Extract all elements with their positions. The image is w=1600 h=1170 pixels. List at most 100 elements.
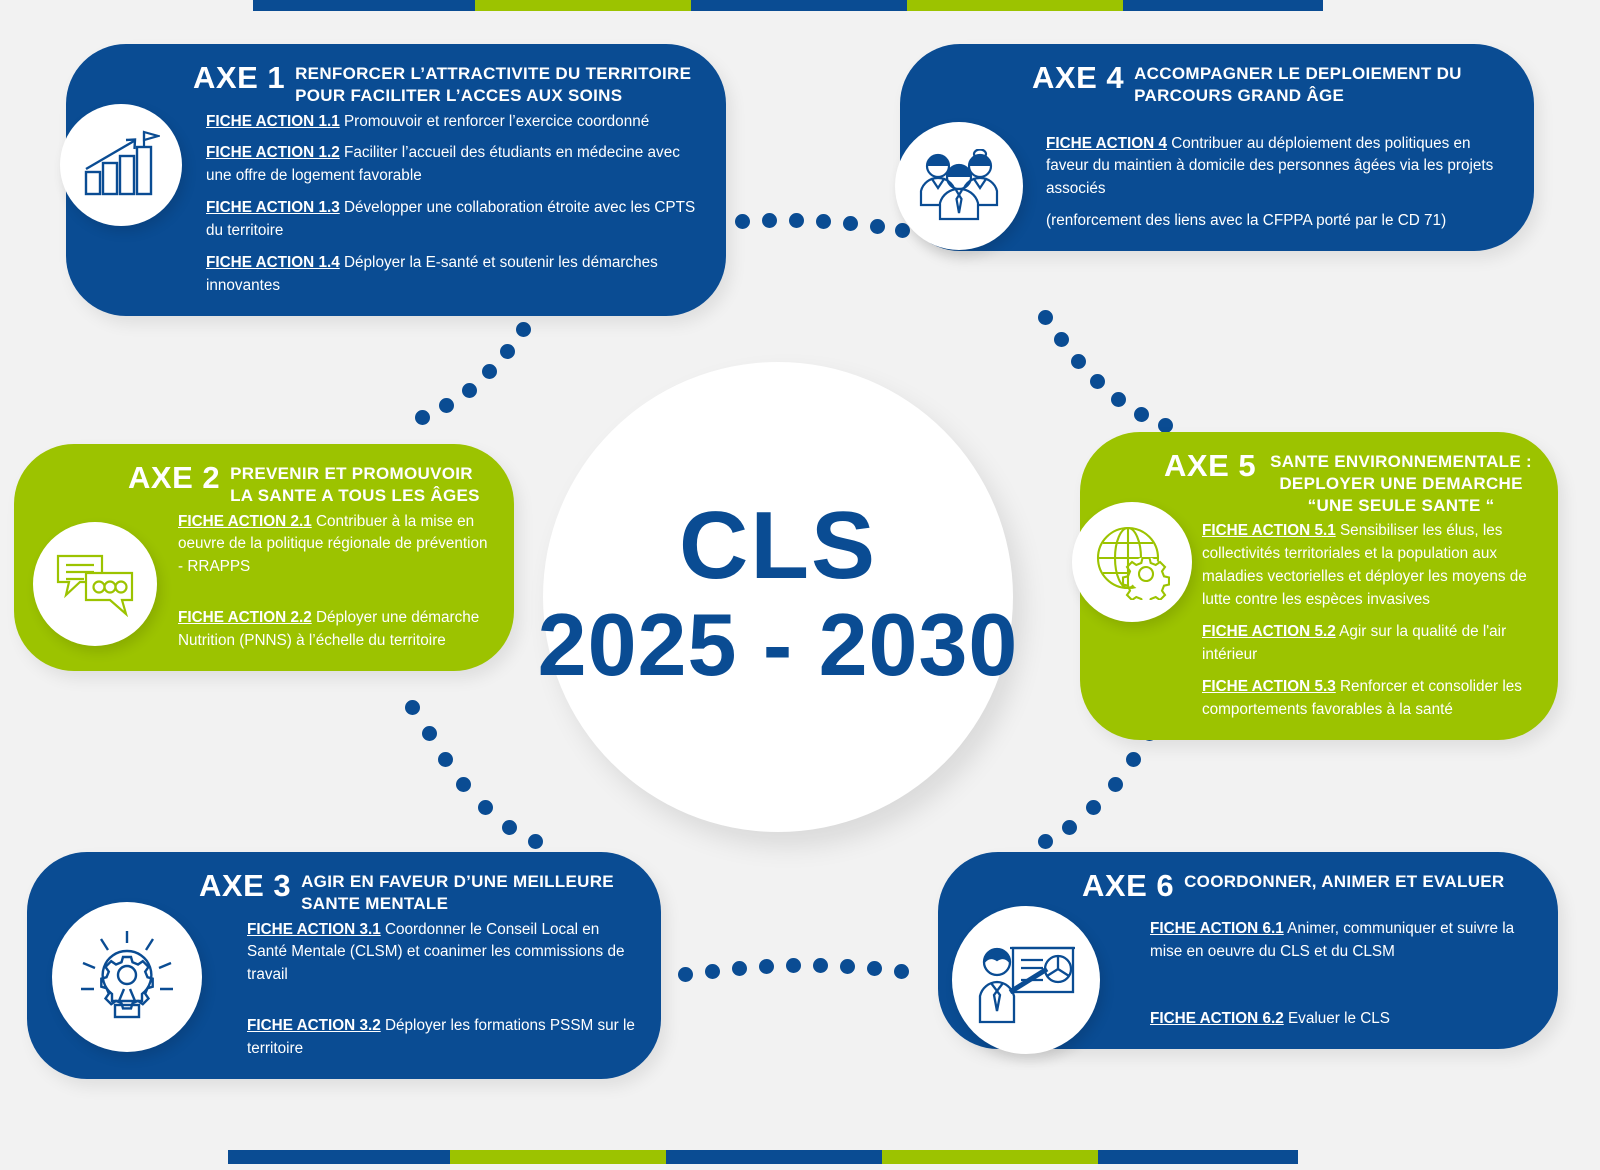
action-text: Faciliter l’accueil des étudiants en méd… — [206, 144, 680, 185]
connector-dots-axe3-axe6 — [678, 955, 918, 982]
axe-header-1: AXE 1 RENFORCER L’ATTRACTIVITE DU TERRIT… — [88, 58, 704, 107]
connector-dot — [840, 959, 855, 974]
action-spacer — [247, 996, 639, 1006]
action-list-3: FICHE ACTION 3.1 Coordonner le Conseil L… — [49, 919, 639, 1062]
action-item[interactable]: FICHE ACTION 1.3 Développer une collabor… — [206, 197, 704, 243]
axe-title-4: ACCOMPAGNER LE DEPLOIEMENT DU PARCOURS G… — [1134, 64, 1462, 105]
people-group-icon — [895, 122, 1023, 250]
action-spacer — [178, 588, 492, 598]
action-label: FICHE ACTION 6.2 — [1150, 1010, 1284, 1028]
bottom-bar-segment — [450, 1150, 666, 1164]
connector-dot — [516, 322, 531, 337]
action-text: Déployer une démarche Nutrition (PNNS) à… — [178, 609, 480, 650]
action-text: Contribuer au déploiement des politiques… — [1046, 134, 1494, 198]
top-bar-segment — [907, 0, 1123, 11]
action-text: Déployer les formations PSSM sur le terr… — [247, 1017, 635, 1058]
action-list-1: FICHE ACTION 1.1 Promouvoir et renforcer… — [88, 111, 704, 299]
connector-dot — [867, 961, 882, 976]
action-item[interactable]: FICHE ACTION 5.2 Agir sur la qualité de … — [1202, 621, 1536, 667]
action-spacer — [1150, 973, 1536, 999]
axe-header-4: AXE 4 ACCOMPAGNER LE DEPLOIEMENT DU PARC… — [922, 58, 1512, 107]
connector-dot — [1086, 800, 1101, 815]
connector-dot — [843, 216, 858, 231]
connector-dot — [732, 961, 747, 976]
action-item[interactable]: FICHE ACTION 4 Contribuer au déploiement… — [1046, 133, 1512, 202]
action-label: FICHE ACTION 3.2 — [247, 1017, 381, 1035]
connector-dot — [422, 726, 437, 741]
axe-header-6: AXE 6 COORDONNER, ANIMER ET EVALUER — [960, 866, 1536, 906]
action-item[interactable]: FICHE ACTION 1.2 Faciliter l’accueil des… — [206, 142, 704, 188]
action-item[interactable]: FICHE ACTION 6.1 Animer, communiquer et … — [1150, 918, 1536, 964]
speech-bubbles-icon — [33, 522, 157, 646]
connector-dot — [1126, 752, 1141, 767]
connector-dot — [1108, 777, 1123, 792]
axe-number-2: AXE 2 — [128, 460, 221, 495]
connector-dot — [813, 958, 828, 973]
action-item[interactable]: FICHE ACTION 5.1 Sensibiliser les élus, … — [1202, 520, 1536, 612]
connector-dot — [735, 214, 750, 229]
axe-number-4: AXE 4 — [1032, 60, 1125, 95]
axe-title-3: AGIR EN FAVEUR D’UNE MEILLEURE SANTE MEN… — [301, 872, 614, 913]
center-title-line1: CLS — [679, 492, 877, 600]
action-label: FICHE ACTION 5.2 — [1202, 623, 1336, 640]
action-label: FICHE ACTION 1.2 — [206, 144, 340, 162]
action-label: FICHE ACTION 4 — [1046, 134, 1167, 152]
axe-number-5: AXE 5 — [1164, 448, 1257, 483]
action-item[interactable]: FICHE ACTION 3.2 Déployer les formations… — [247, 1015, 639, 1061]
action-label: FICHE ACTION 5.1 — [1202, 522, 1336, 540]
action-item[interactable]: FICHE ACTION 2.1 Contribuer à la mise en… — [178, 511, 492, 580]
connector-dot — [786, 958, 801, 973]
connector-dot — [1071, 354, 1086, 369]
axe-card-5[interactable]: AXE 5 SANTE ENVIRONNEMENTALE : DEPLOYER … — [1080, 432, 1558, 740]
connector-dot — [678, 967, 693, 982]
connector-dot — [759, 959, 774, 974]
connector-dot — [816, 214, 831, 229]
axe-number-6: AXE 6 — [1082, 868, 1175, 903]
connector-dots-axe1-axe2 — [412, 300, 545, 430]
connector-dot — [789, 213, 804, 228]
action-text: Evaluer le CLS — [1283, 1010, 1391, 1028]
bottom-bar-segment — [666, 1150, 882, 1164]
axe-number-3: AXE 3 — [199, 868, 292, 903]
connector-dot — [415, 410, 430, 425]
connector-dot — [1038, 310, 1053, 325]
axe-header-3: AXE 3 AGIR EN FAVEUR D’UNE MEILLEURE SAN… — [49, 866, 639, 915]
axe-body-2: FICHE ACTION 2.1 Contribuer à la mise en… — [36, 511, 492, 654]
connector-dot — [1054, 332, 1069, 347]
top-decorative-bar — [253, 0, 1323, 11]
connector-dot — [482, 364, 497, 379]
top-bar-segment — [691, 0, 907, 11]
bottom-bar-segment — [882, 1150, 1098, 1164]
action-item[interactable]: FICHE ACTION 6.2 Evaluer le CLS — [1150, 1008, 1536, 1031]
action-item[interactable]: FICHE ACTION 5.3 Renforcer et consolider… — [1202, 676, 1536, 722]
action-text: Renforcer et consolider les comportement… — [1202, 677, 1522, 718]
connector-dots-axe2-axe3 — [400, 700, 543, 850]
action-label: FICHE ACTION 1.4 — [206, 254, 340, 272]
connector-dot — [439, 398, 454, 413]
action-item[interactable]: FICHE ACTION 1.1 Promouvoir et renforcer… — [206, 111, 704, 134]
action-item[interactable]: FICHE ACTION 3.1 Coordonner le Conseil L… — [247, 919, 639, 988]
axe-title-1: RENFORCER L’ATTRACTIVITE DU TERRITOIRE P… — [295, 64, 692, 105]
connector-dot — [478, 800, 493, 815]
connector-dot — [1038, 834, 1053, 849]
connector-dot — [462, 383, 477, 398]
action-text: Coordonner le Conseil Local en Santé Men… — [247, 920, 625, 984]
axe-header-2: AXE 2 PREVENIR ET PROMOUVOIR LA SANTE A … — [36, 458, 492, 507]
axe-number-1: AXE 1 — [193, 60, 286, 95]
action-item[interactable]: FICHE ACTION 2.2 Déployer une démarche N… — [178, 607, 492, 653]
action-list-5: FICHE ACTION 5.1 Sensibiliser les élus, … — [1102, 520, 1536, 722]
action-text: Développer une collaboration étroite ave… — [206, 199, 696, 240]
connector-dot — [870, 219, 885, 234]
axe-title-6: COORDONNER, ANIMER ET EVALUER — [1184, 872, 1505, 891]
connector-dot — [1062, 820, 1077, 835]
top-bar-segment — [1123, 0, 1323, 11]
presenter-chart-icon — [952, 906, 1100, 1054]
connector-dot — [456, 777, 471, 792]
axe-body-4: FICHE ACTION 4 Contribuer au déploiement… — [922, 111, 1512, 234]
connector-dot — [894, 964, 909, 979]
axe-header-5: AXE 5 SANTE ENVIRONNEMENTALE : DEPLOYER … — [1102, 446, 1536, 516]
action-item: (renforcement des liens avec la CFPPA po… — [1046, 210, 1512, 233]
action-item[interactable]: FICHE ACTION 1.4 Déployer la E-santé et … — [206, 252, 704, 298]
action-list-4: FICHE ACTION 4 Contribuer au déploiement… — [922, 111, 1512, 234]
